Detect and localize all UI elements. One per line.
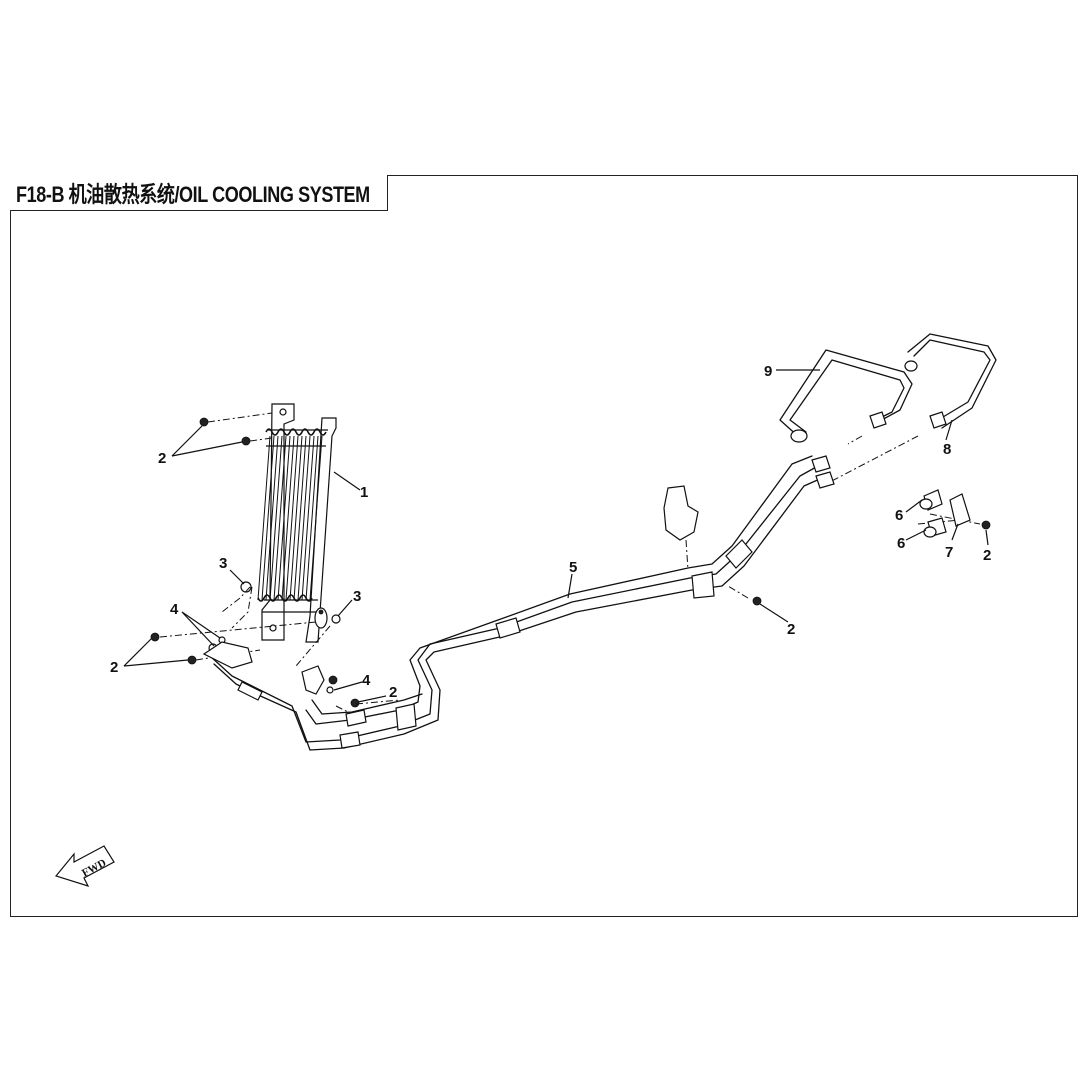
callout-2-far-right: 2: [983, 547, 991, 564]
callout-2-center: 2: [389, 684, 397, 701]
oil-pipe-9: [779, 349, 913, 443]
callout-7: 7: [945, 544, 953, 561]
diagram-title: F18-B 机油散热系统/OIL COOLING SYSTEM: [16, 181, 370, 207]
callout-9: 9: [764, 363, 772, 380]
callout-6-top: 6: [895, 507, 903, 524]
oil-cooler: [257, 403, 337, 643]
callout-labels: 1 2 2 2 2 2 3 3 4 4 5 6 6 7 8 9: [110, 363, 991, 701]
callout-1: 1: [360, 484, 368, 501]
callout-6-bottom: 6: [897, 535, 905, 552]
callout-2-right: 2: [787, 621, 795, 638]
callout-2-left: 2: [110, 659, 118, 676]
callout-4-center: 4: [362, 672, 371, 689]
oil-pipe-assembly: [202, 455, 835, 751]
hose-sleeves: [919, 489, 971, 538]
bolt-group: [150, 417, 991, 708]
oil-pipe-8: [904, 333, 997, 429]
diagram-title-box: F18-B 机油散热系统/OIL COOLING SYSTEM: [10, 175, 388, 211]
callout-5: 5: [569, 559, 577, 576]
callout-3-left: 3: [219, 555, 227, 572]
callout-leaders: [123, 369, 989, 703]
callout-4-left: 4: [170, 601, 179, 618]
fwd-arrow: FWD: [54, 845, 115, 887]
callout-3-right: 3: [353, 588, 361, 605]
callout-8: 8: [943, 441, 951, 458]
callout-2-top: 2: [158, 450, 166, 467]
diagram-frame: [10, 175, 1078, 917]
